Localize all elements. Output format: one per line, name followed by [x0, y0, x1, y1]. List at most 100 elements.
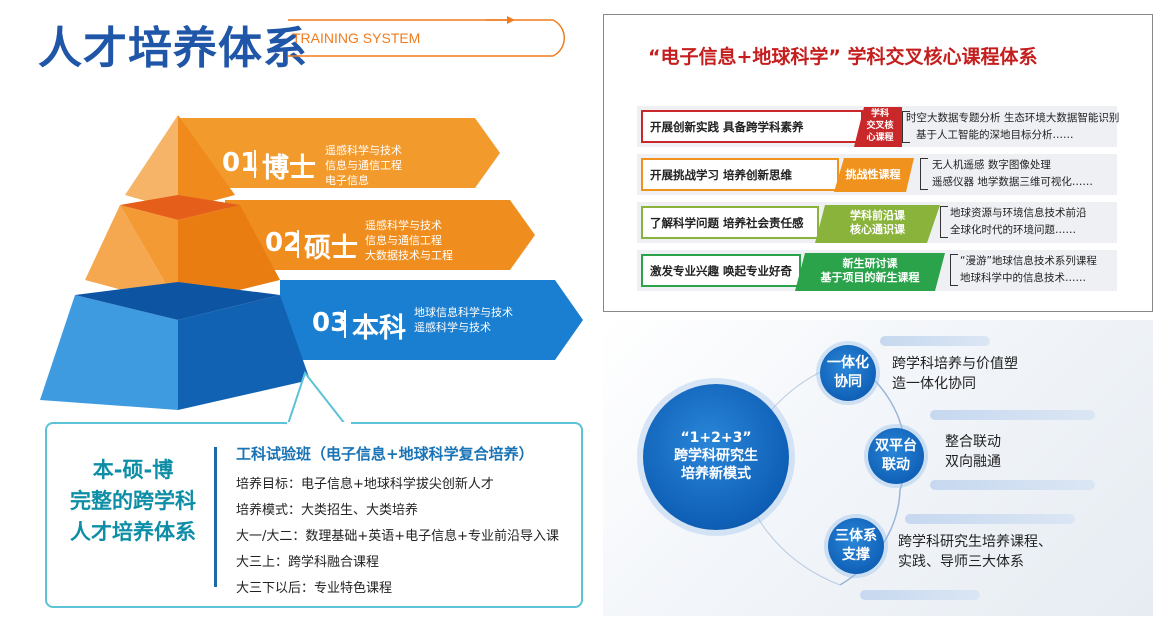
course-tag: 学科前沿课 核心通识课	[825, 209, 930, 237]
course-bracket	[920, 158, 928, 190]
course-tag-shape	[795, 253, 945, 291]
level-item: 大数据技术与工程	[365, 249, 453, 262]
node-text: 整合联动 双向融通	[945, 432, 1001, 472]
ribbon-master	[225, 200, 535, 270]
box-line: 大一/大二：数理基础+英语+电子信息+专业前沿导入课	[236, 529, 560, 544]
level-item: 信息与通信工程	[365, 234, 442, 247]
node-text: 跨学科培养与价值塑 造一体化协同	[892, 354, 1018, 394]
level-item: 电子信息	[325, 174, 369, 187]
course-tag: 学科 交叉核 心课程	[862, 108, 898, 144]
course-goal: 开展创新实践 具备跨学科素养	[650, 120, 804, 134]
level-divider	[297, 230, 299, 258]
node-text-line: 实践、导师三大体系	[898, 554, 1024, 570]
course-tag-line: 核心通识课	[850, 223, 905, 236]
level-items-phd: 遥感科学与技术 信息与通信工程 电子信息	[325, 143, 402, 188]
level-item: 遥感科学与技术	[365, 219, 442, 232]
node-text-line: 双向融通	[945, 454, 1001, 470]
course-desc: 时空大数据专题分析 生态环境大数据智能识别 基于人工智能的深地目标分析……	[906, 110, 1119, 144]
course-goal-box	[641, 110, 863, 143]
box-line: 培养目标：电子信息+地球科学拔尖创新人才	[236, 477, 494, 492]
page-title: 人才培养体系	[38, 23, 308, 74]
node-label: 联动	[882, 457, 910, 473]
course-tag-line: 心课程	[866, 133, 894, 143]
node-label: 协同	[834, 374, 862, 390]
course-goal: 开展挑战学习 培养创新思维	[650, 168, 793, 182]
level-item: 地球信息科学与技术	[414, 306, 513, 319]
node-label: 双平台	[875, 438, 917, 454]
decor-pill	[930, 410, 1095, 420]
course-desc: “漫游”地球信息技术系列课程 地球科学中的信息技术……	[960, 253, 1097, 287]
decor-pill	[880, 336, 990, 346]
course-bracket	[940, 206, 948, 238]
course-desc-line: 地球资源与环境信息技术前沿	[950, 207, 1087, 219]
box-highlight: 本-硕-博 完整的跨学科 人才培养体系	[58, 455, 208, 548]
node-integration: 一体化 协同	[820, 345, 876, 401]
model-main-line: 跨学科研究生	[674, 448, 758, 464]
page-subtitle: TRAINING SYSTEM	[292, 30, 421, 46]
node-label: 三体系	[835, 528, 877, 544]
level-item: 遥感科学与技术	[414, 321, 491, 334]
node-text-line: 整合联动	[945, 434, 1001, 450]
level-divider	[254, 150, 256, 178]
course-system-title: “电子信息+地球科学” 学科交叉核心课程体系	[648, 46, 1038, 68]
level-item: 遥感科学与技术	[325, 144, 402, 157]
pyramid-graphic	[40, 115, 583, 410]
level-num-master: 02	[265, 228, 302, 258]
model-main-line: “1+2+3”	[680, 430, 752, 446]
course-desc: 地球资源与环境信息技术前沿 全球化时代的环境问题……	[950, 205, 1087, 239]
model-main-line: 培养新模式	[681, 466, 751, 482]
node-label: 一体化	[827, 355, 869, 371]
course-tag-line: 交叉核	[866, 121, 894, 131]
box-line: 培养模式：大类招生、大类培养	[236, 503, 419, 518]
box-highlight-line: 人才培养体系	[70, 520, 196, 544]
course-bracket	[950, 254, 958, 286]
course-desc-line: “漫游”地球信息技术系列课程	[960, 255, 1097, 267]
course-desc-line: 地球科学中的信息技术……	[960, 272, 1086, 284]
course-goal: 激发专业兴趣 唤起专业好奇	[650, 264, 793, 278]
box-divider	[214, 447, 217, 587]
ribbon-phd	[178, 118, 500, 188]
level-name-undergrad: 本科	[352, 313, 406, 344]
node-text-line: 跨学科培养与价值塑	[892, 356, 1018, 372]
level-num-undergrad: 03	[312, 308, 349, 338]
box-highlight-line: 完整的跨学科	[70, 489, 196, 513]
level-divider	[344, 310, 346, 338]
node-text-line: 跨学科研究生培养课程、	[898, 534, 1052, 550]
box-line: 大三上：跨学科融合课程	[236, 555, 380, 570]
course-goal-box	[641, 254, 801, 287]
course-tag-line: 新生研讨课	[842, 257, 898, 270]
course-desc-line: 无人机遥感 数字图像处理	[932, 159, 1051, 171]
node-text-line: 造一体化协同	[892, 376, 976, 392]
ribbon-undergrad	[280, 280, 583, 360]
course-goal-box	[641, 158, 839, 191]
course-tag: 新生研讨课 基于项目的新生课程	[805, 257, 935, 285]
course-tag-line: 学科前沿课	[850, 209, 905, 222]
level-item: 信息与通信工程	[325, 159, 402, 172]
callout-pointer	[286, 370, 351, 426]
course-desc-line: 时空大数据专题分析 生态环境大数据智能识别	[906, 112, 1120, 124]
decor-pill	[905, 514, 1075, 524]
course-tag-line: 挑战性课程	[845, 168, 901, 181]
level-num-phd: 01	[222, 148, 259, 178]
course-tag-line: 学科	[870, 109, 889, 119]
course-tag: 挑战性课程	[840, 168, 906, 182]
level-items-master: 遥感科学与技术 信息与通信工程 大数据技术与工程	[365, 218, 453, 263]
box-title: 工科试验班（电子信息+地球科学复合培养）	[236, 445, 534, 463]
course-desc-line: 全球化时代的环境问题……	[950, 224, 1076, 236]
course-desc-line: 遥感仪器 地学数据三维可视化……	[932, 176, 1093, 188]
course-tag-shape	[834, 158, 914, 192]
decor-pill	[930, 480, 1095, 490]
course-bracket	[902, 111, 910, 143]
box-highlight-line: 本-硕-博	[92, 458, 174, 482]
model-main-circle: “1+2+3” 跨学科研究生 培养新模式	[643, 384, 789, 530]
course-tag-line: 基于项目的新生课程	[820, 271, 920, 284]
course-goal-box	[641, 206, 819, 239]
node-dual-platform: 双平台 联动	[868, 428, 924, 484]
level-name-phd: 博士	[262, 153, 316, 184]
course-goal: 了解科学问题 培养社会责任感	[650, 216, 804, 230]
title-frame	[288, 16, 565, 57]
decor-pill	[860, 590, 980, 600]
node-text: 跨学科研究生培养课程、 实践、导师三大体系	[898, 532, 1052, 572]
box-line: 大三下以后：专业特色课程	[236, 581, 393, 596]
node-label: 支撑	[842, 547, 870, 563]
